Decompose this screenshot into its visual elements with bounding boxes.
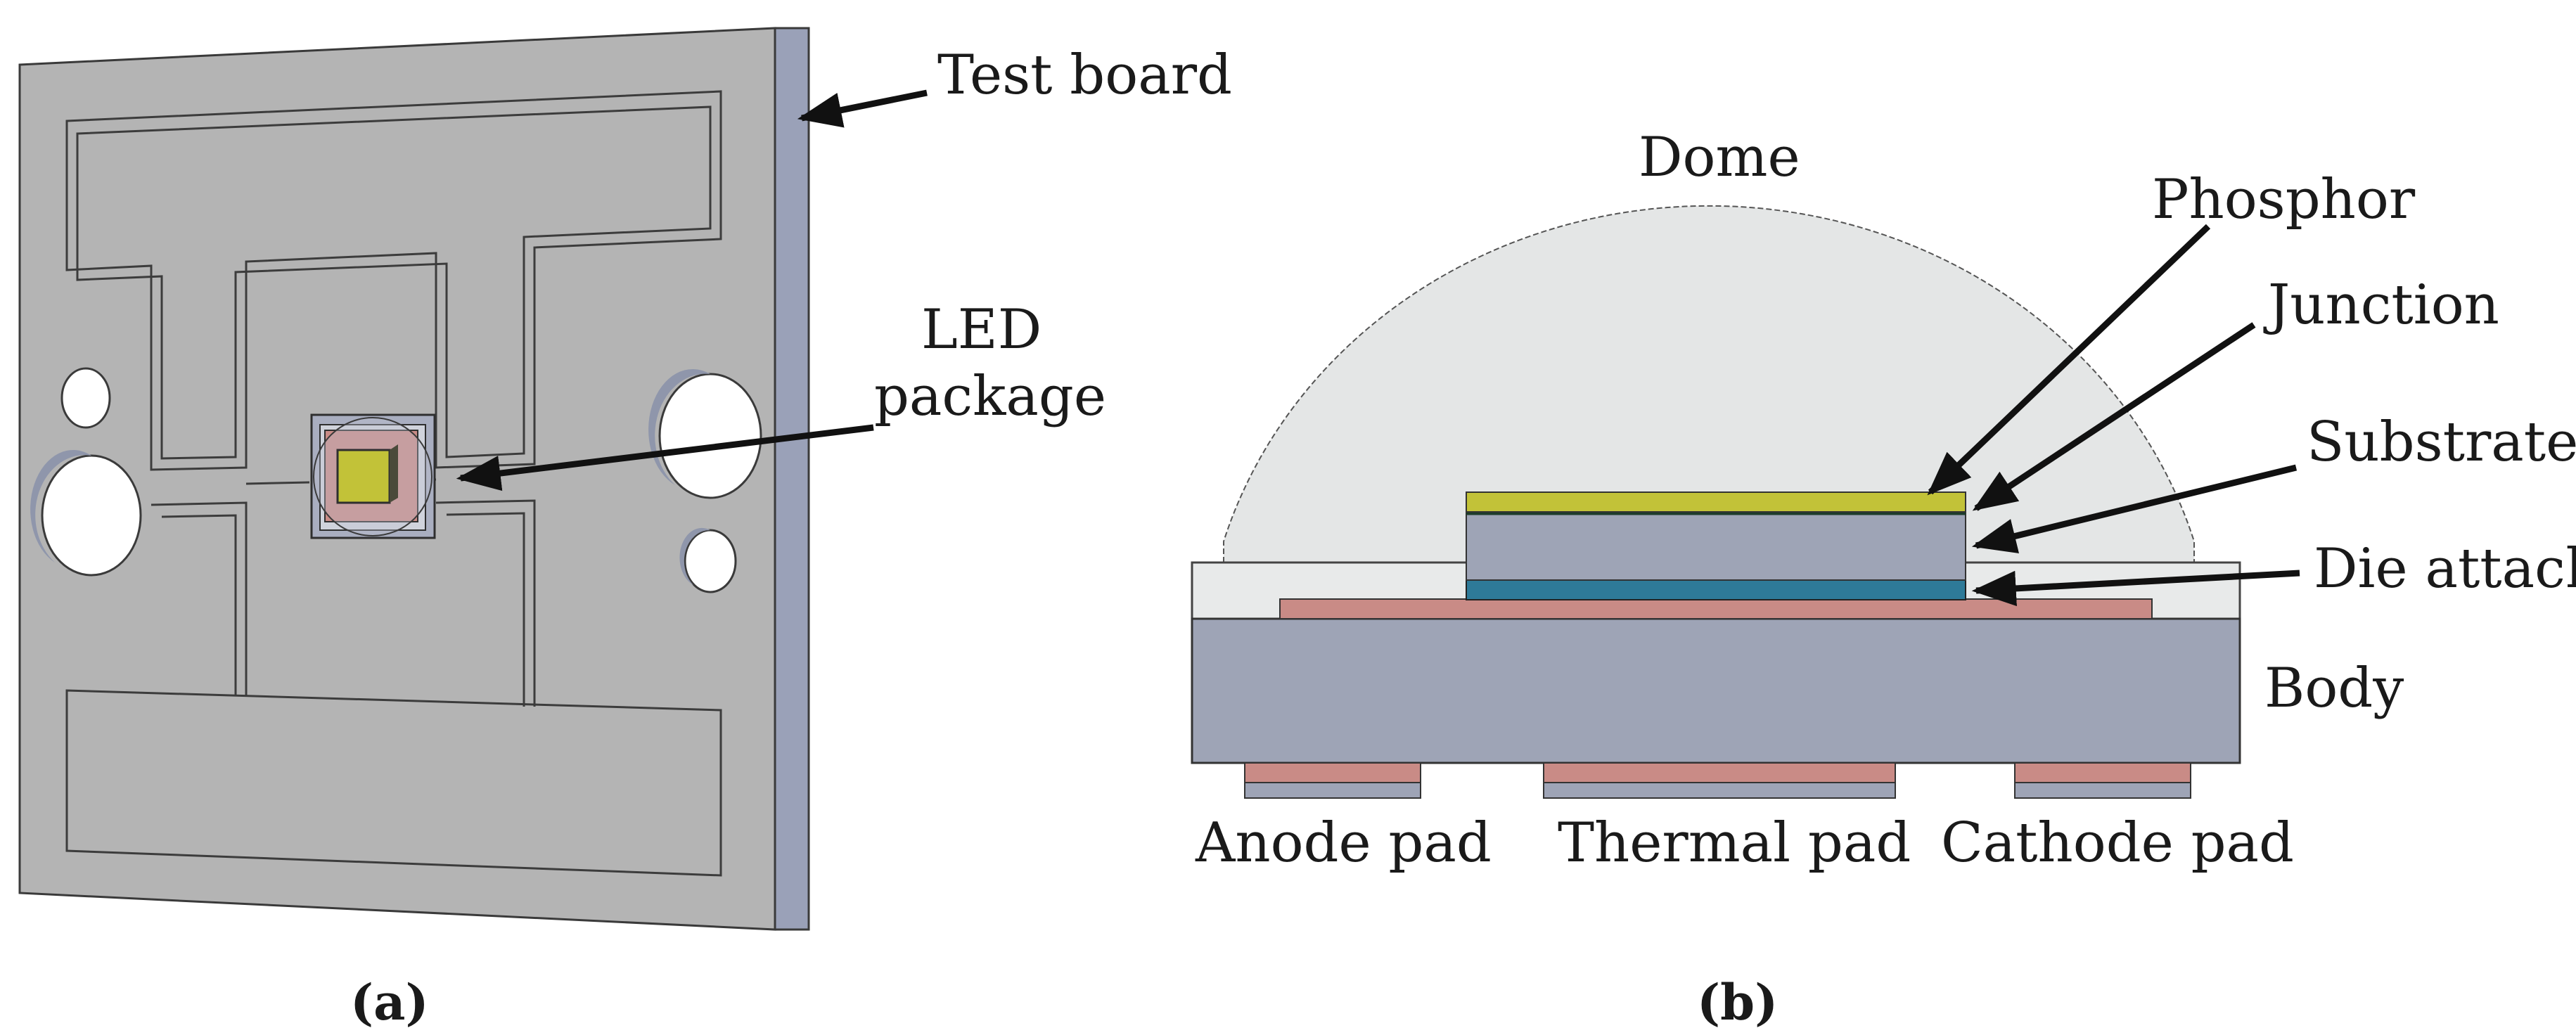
substrate	[1466, 511, 1966, 581]
hole-small-right	[684, 529, 737, 593]
panel-b: Dome Phosphor Junction Substrate Die att…	[1191, 126, 2576, 1031]
panel-a: Test board LED package (a)	[18, 27, 1232, 1031]
test-board-edge	[774, 27, 810, 931]
label-body: Body	[2264, 657, 2404, 720]
label-phosphor: Phosphor	[2152, 168, 2416, 231]
label-die-attach: Die attach	[2314, 537, 2576, 600]
hole-large-right	[658, 373, 762, 499]
mounting-holes	[30, 367, 762, 593]
label-dome: Dome	[1639, 126, 1800, 189]
label-cathode-pad: Cathode pad	[1941, 811, 2294, 875]
hole-large-left	[41, 454, 142, 577]
arrow-substrate	[1971, 464, 2298, 554]
arrow-die-attach	[1971, 570, 2300, 607]
arrow-phosphor	[1927, 224, 2211, 496]
pads	[1244, 762, 2191, 799]
label-test-board: Test board	[937, 44, 1232, 107]
caption-b: (b)	[1697, 973, 1778, 1031]
arrow-test-board	[797, 89, 928, 128]
label-thermal-pad: Thermal pad	[1558, 811, 1911, 875]
label-led-package-line1: LED	[921, 298, 1042, 361]
led-chip	[336, 449, 391, 504]
body	[1191, 617, 2241, 764]
thermal-pad	[1543, 762, 1896, 783]
arrow-junction	[1972, 322, 2256, 511]
phosphor	[1466, 491, 1966, 513]
led-package	[310, 413, 436, 539]
arrow-led-package	[456, 424, 874, 491]
caption-a: (a)	[350, 973, 429, 1031]
cathode-pad	[2014, 762, 2191, 783]
copper-layer	[1279, 598, 2153, 619]
die-attach	[1466, 579, 1966, 600]
label-anode-pad: Anode pad	[1195, 811, 1492, 875]
hole-small-left	[60, 367, 111, 429]
anode-pad	[1244, 762, 1421, 783]
label-junction: Junction	[2263, 274, 2499, 337]
label-led-package-line2: package	[874, 365, 1106, 428]
label-substrate: Substrate	[2307, 411, 2576, 474]
